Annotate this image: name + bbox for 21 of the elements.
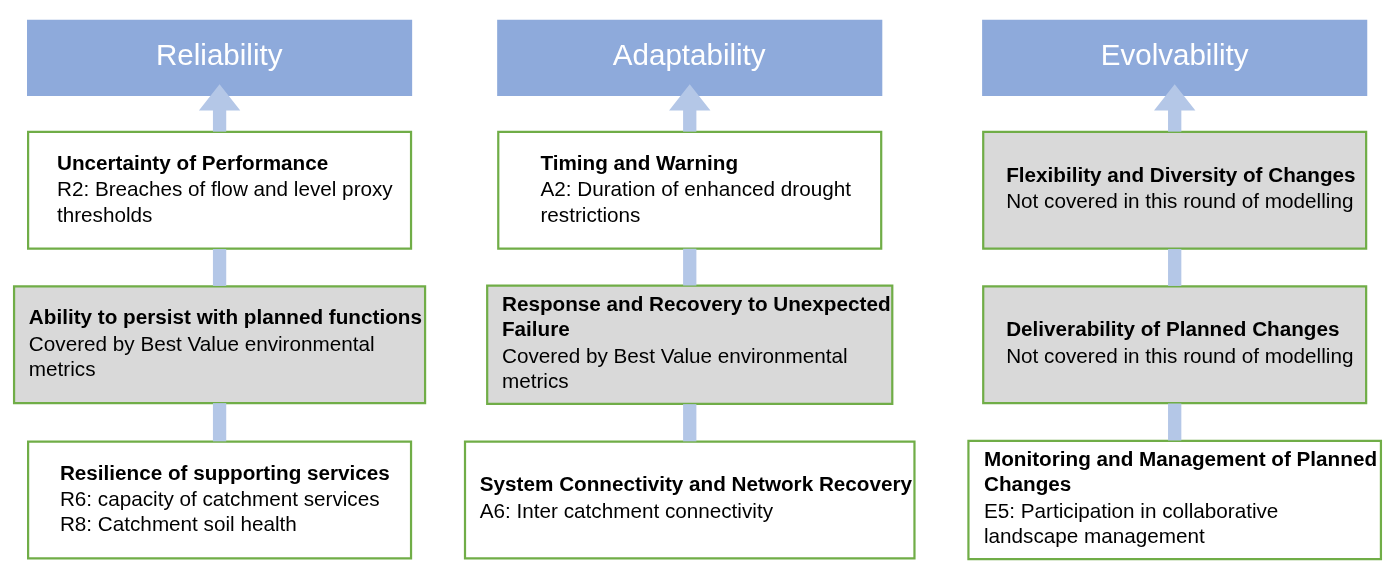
node-box: Uncertainty of Performance R2: Breaches of flow and level proxy thresholds xyxy=(27,130,413,250)
node-box: Deliverability of Planned Changes Not covered in this round of modelling xyxy=(982,285,1368,405)
node-box: Timing and Warning A2: Duration of enhanced drought restrictions xyxy=(497,130,883,250)
connector xyxy=(212,403,227,442)
node-box: System Connectivity and Network Recovery A6: Inter catchment connectivity xyxy=(463,440,916,560)
connector xyxy=(683,404,697,442)
node-box: Monitoring and Management of Planned Changes E5: Participation in collaborative landscape management xyxy=(967,439,1383,561)
node-box: Resilience of supporting services R6: capacity of catchment services R8: Catchment soil health xyxy=(27,440,413,560)
node-box: Adaptability xyxy=(497,19,883,96)
node-box: Flexibility and Diversity of Changes Not covered in this round of modelling xyxy=(982,130,1368,250)
arrow xyxy=(198,84,241,132)
node-box: Reliability xyxy=(27,19,413,96)
node-box: Evolvability xyxy=(982,19,1368,96)
arrow xyxy=(669,84,711,132)
connector xyxy=(1168,403,1182,441)
connector xyxy=(1168,249,1182,286)
node-box: Ability to persist with planned functions Covered by Best Value environmental metrics xyxy=(12,285,427,405)
connector xyxy=(683,248,697,286)
connector xyxy=(212,249,227,286)
node-box: Response and Recovery to Unexpected Failure Covered by Best Value environmental metrics xyxy=(486,284,894,405)
arrow xyxy=(1154,84,1196,132)
